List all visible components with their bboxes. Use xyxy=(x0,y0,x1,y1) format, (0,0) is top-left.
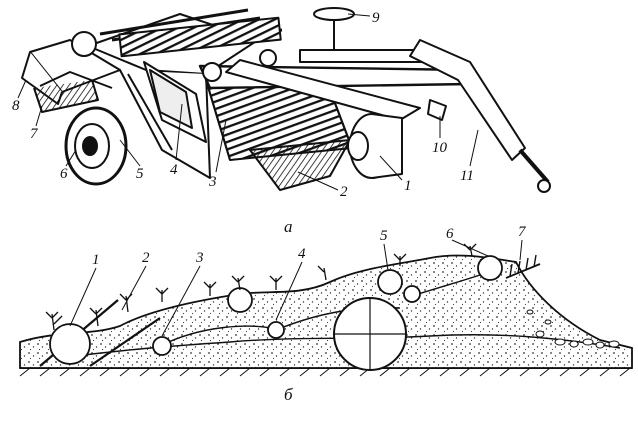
digging-share xyxy=(249,139,351,191)
section-label-6: 6 xyxy=(446,226,454,242)
section-labels: 1 2 3 4 5 6 7 xyxy=(92,224,527,268)
caption-a: а xyxy=(284,217,293,236)
soil-section xyxy=(19,243,633,377)
label-7: 7 xyxy=(30,126,39,142)
section-label-2: 2 xyxy=(142,250,150,266)
label-10: 10 xyxy=(432,140,448,156)
potato-digger-machine xyxy=(21,7,551,193)
machine-labels: 1 2 3 4 5 6 7 8 9 10 11 xyxy=(12,10,474,200)
machine-callouts xyxy=(17,13,479,191)
section-label-4: 4 xyxy=(298,246,306,262)
section-label-5: 5 xyxy=(380,228,388,244)
label-4: 4 xyxy=(170,162,178,178)
caption-b: б xyxy=(284,385,293,404)
plant-tops xyxy=(45,243,477,331)
ground-hatching xyxy=(19,367,631,377)
roller-1 xyxy=(49,323,91,365)
label-11: 11 xyxy=(460,168,474,184)
label-8: 8 xyxy=(12,98,20,114)
brush-element xyxy=(33,79,99,113)
label-5: 5 xyxy=(136,166,144,182)
section-callouts xyxy=(69,239,523,337)
label-2: 2 xyxy=(340,184,348,200)
tubers xyxy=(526,309,620,349)
section-label-1: 1 xyxy=(92,252,100,268)
label-9: 9 xyxy=(372,10,380,26)
label-3: 3 xyxy=(208,174,217,190)
label-6: 6 xyxy=(60,166,68,182)
drive-shaft xyxy=(409,39,526,161)
section-label-3: 3 xyxy=(195,250,204,266)
label-1: 1 xyxy=(404,178,412,194)
section-label-7: 7 xyxy=(518,224,527,240)
